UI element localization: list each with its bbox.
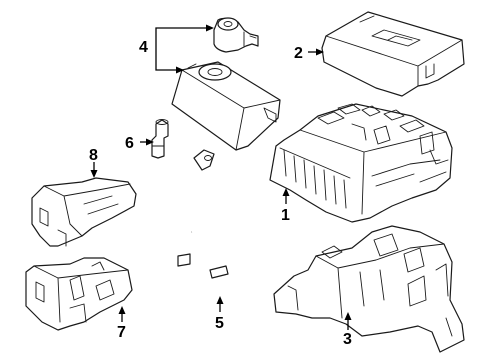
- part-3-lower-tray: [273, 225, 465, 353]
- part-8-bracket-cover: [31, 177, 137, 247]
- part-7-bracket-tray: [25, 257, 133, 331]
- callout-4: 4: [139, 39, 148, 56]
- callout-5: 5: [215, 315, 224, 332]
- callout-6: 6: [125, 135, 134, 152]
- callout-8: 8: [89, 147, 98, 164]
- part-4-relay-module: [171, 61, 281, 151]
- part-4-connector: [213, 17, 259, 53]
- callout-2: 2: [294, 45, 303, 62]
- part-5-battery-cable: [177, 149, 238, 302]
- callout-3: 3: [343, 331, 352, 348]
- callout-1: 1: [281, 207, 290, 224]
- part-1-fuse-box: [269, 103, 453, 223]
- leader-lines: [90, 24, 352, 330]
- part-2-cover: [321, 11, 465, 97]
- callout-7: 7: [117, 324, 126, 341]
- part-6-fuse-pin: [151, 119, 169, 159]
- callout-labels: 4 2 6 8 1 5 7 3: [89, 39, 352, 348]
